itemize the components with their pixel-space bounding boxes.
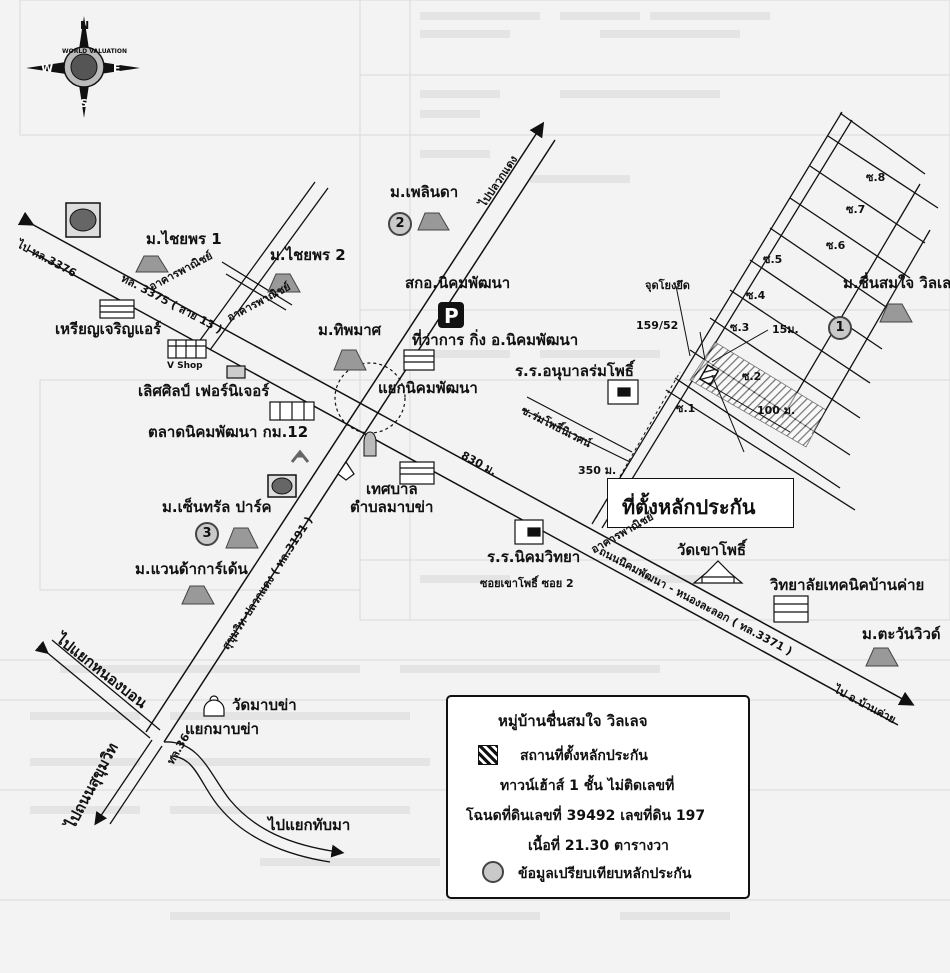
soi-label-3: ซ.3 <box>730 321 750 334</box>
shop-icon <box>290 449 310 463</box>
building-icon <box>269 401 315 421</box>
label-vshop: V Shop <box>167 361 203 371</box>
building-icon <box>99 299 135 319</box>
corporate-icon <box>267 474 297 498</box>
building-icon <box>514 519 544 545</box>
label-municipality: เทศบาล <box>366 480 418 498</box>
label-district-office: ที่ว่าการ กิ่ง อ.นิคมพัฒนา <box>412 331 579 349</box>
compare-marker-3: 3 <box>195 522 219 546</box>
building-icon <box>607 379 639 405</box>
label-technical-college: วิทยาลัยเทคนิคบ้านค่าย <box>770 576 925 594</box>
temple-icon <box>692 560 744 584</box>
collateral-site-label: ที่ตั้งหลักประกัน <box>622 495 756 519</box>
village-grid <box>591 111 939 529</box>
road-3375-3371 <box>17 211 915 726</box>
dimension-lines <box>595 285 791 519</box>
label-350m: 350 ม. <box>578 464 617 477</box>
label-wat-mapkha: วัดมาบข่า <box>232 696 297 714</box>
label-kindergarten: ร.ร.อนุบาลร่มโพธิ์ <box>515 362 634 380</box>
house-icon <box>879 303 913 323</box>
compass-e: E <box>113 62 121 75</box>
legend-area: เนื้อที่ 21.30 ตารางวา <box>528 838 669 854</box>
label-nikhom-school: ร.ร.นิคมวิทยา <box>487 548 581 566</box>
compare-marker-1: 1 <box>828 316 852 340</box>
legend-box: หมู่บ้านชื่นสมใจ วิลเลจ สถานที่ตั้งหลักป… <box>446 695 750 899</box>
house-icon <box>865 647 899 667</box>
temple-icon <box>203 695 225 717</box>
compass-badge: WORLD VALUATION <box>62 48 128 55</box>
house-icon <box>225 527 259 549</box>
label-sakor: สกอ.นิคมพัฒนา <box>405 274 511 292</box>
collateral-site-marker <box>698 364 720 386</box>
legend-deed: โฉนดที่ดินเลขที่ 39492 เลขที่ดิน 197 <box>466 808 706 824</box>
label-raenjaroen-air: เหรียญเจริญแอร์ <box>55 320 162 338</box>
label-tawanwiew: ม.ตะวันวิวด์ <box>862 625 941 643</box>
label-chaiyaporn1: ม.ไชยพร 1 <box>146 230 222 248</box>
building-icon <box>773 595 809 623</box>
soi-label-6: ซ.6 <box>826 239 846 252</box>
label-wat-khaophothi: วัดเขาโพธิ์ <box>677 541 747 559</box>
label-lertsilp: เลิศศิลป์ เฟอร์นิเจอร์ <box>138 382 270 400</box>
building-icon <box>226 365 246 379</box>
collateral-site-box: ที่ตั้งหลักประกัน <box>607 478 794 528</box>
monument-icon <box>363 431 377 457</box>
house-icon <box>417 212 450 231</box>
label-15m: 15ม. <box>772 323 799 336</box>
soi-label-7: ซ.7 <box>846 203 866 216</box>
building-icon <box>399 461 435 485</box>
label-to-thapma: ไปแยกทับมา <box>268 816 351 834</box>
legend-compare: ข้อมูลเปรียบเทียบหลักประกัน <box>518 866 692 882</box>
compass-n: N <box>80 19 90 32</box>
house-icon <box>333 349 367 371</box>
label-chuensomjai: ม.ชื่นสมใจ วิลเลจ <box>843 274 950 292</box>
soi-label-1: ซ.1 <box>676 402 696 415</box>
label-wanda-garden: ม.แวนด้าการ์เด้น <box>135 560 248 578</box>
road-southwest <box>34 639 345 863</box>
label-159-52: 159/52 <box>636 319 679 332</box>
compare-marker-2: 2 <box>388 212 412 236</box>
house-icon <box>267 273 301 293</box>
label-subdistrict: ตำบลมาบข่า <box>350 498 434 516</box>
corporate-icon <box>65 202 101 238</box>
label-market: ตลาดนิคมพัฒนา กม.12 <box>148 423 309 441</box>
road-chaiyaporn <box>197 181 329 351</box>
soi-label-2: ซ.2 <box>742 370 762 383</box>
label-central-park: ม.เซ็นทรัล ปาร์ค <box>162 498 272 516</box>
house-icon <box>135 255 169 273</box>
label-chaiyaporn2: ม.ไชยพร 2 <box>270 246 346 264</box>
legend-site: สถานที่ตั้งหลักประกัน <box>520 748 648 764</box>
label-junction-nikhom: แยกนิคมพัฒนา <box>378 379 478 397</box>
townhouse-rows <box>689 341 827 448</box>
building-icon <box>403 349 435 371</box>
municipality-icon <box>337 460 355 481</box>
road-3191 <box>145 121 556 743</box>
label-junction-mapkha: แยกมาบข่า <box>185 720 260 738</box>
building-icon <box>167 339 207 359</box>
legend-compare-circle <box>482 861 504 883</box>
compass-s: S <box>80 97 88 110</box>
label-landmark: จุดโยงยึด <box>645 279 690 292</box>
soi-rompho <box>523 396 633 463</box>
compass-rose <box>26 16 140 118</box>
compass-w: W <box>41 62 54 75</box>
svg-text:P: P <box>444 304 459 328</box>
label-soi-khaophothi: ซอยเขาโพธิ์ ซอย 2 <box>480 577 574 590</box>
legend-site-swatch <box>478 745 498 765</box>
label-ploenda: ม.เพลินดา <box>390 183 459 201</box>
soi-label-4: ซ.4 <box>746 289 766 302</box>
label-100m: 100 ม. <box>757 404 796 417</box>
soi-label-5: ซ.5 <box>763 253 783 266</box>
soi-label-8: ซ.8 <box>866 171 886 184</box>
label-thipmat: ม.ทิพมาศ <box>318 321 382 339</box>
legend-title: หมู่บ้านชื่นสมใจ วิลเลจ <box>498 712 648 730</box>
legend-building: ทาวน์เฮ้าส์ 1 ชั้น ไม่ติดเลขที่ <box>500 778 675 794</box>
house-icon <box>181 585 215 605</box>
parking-icon: P <box>438 302 464 328</box>
